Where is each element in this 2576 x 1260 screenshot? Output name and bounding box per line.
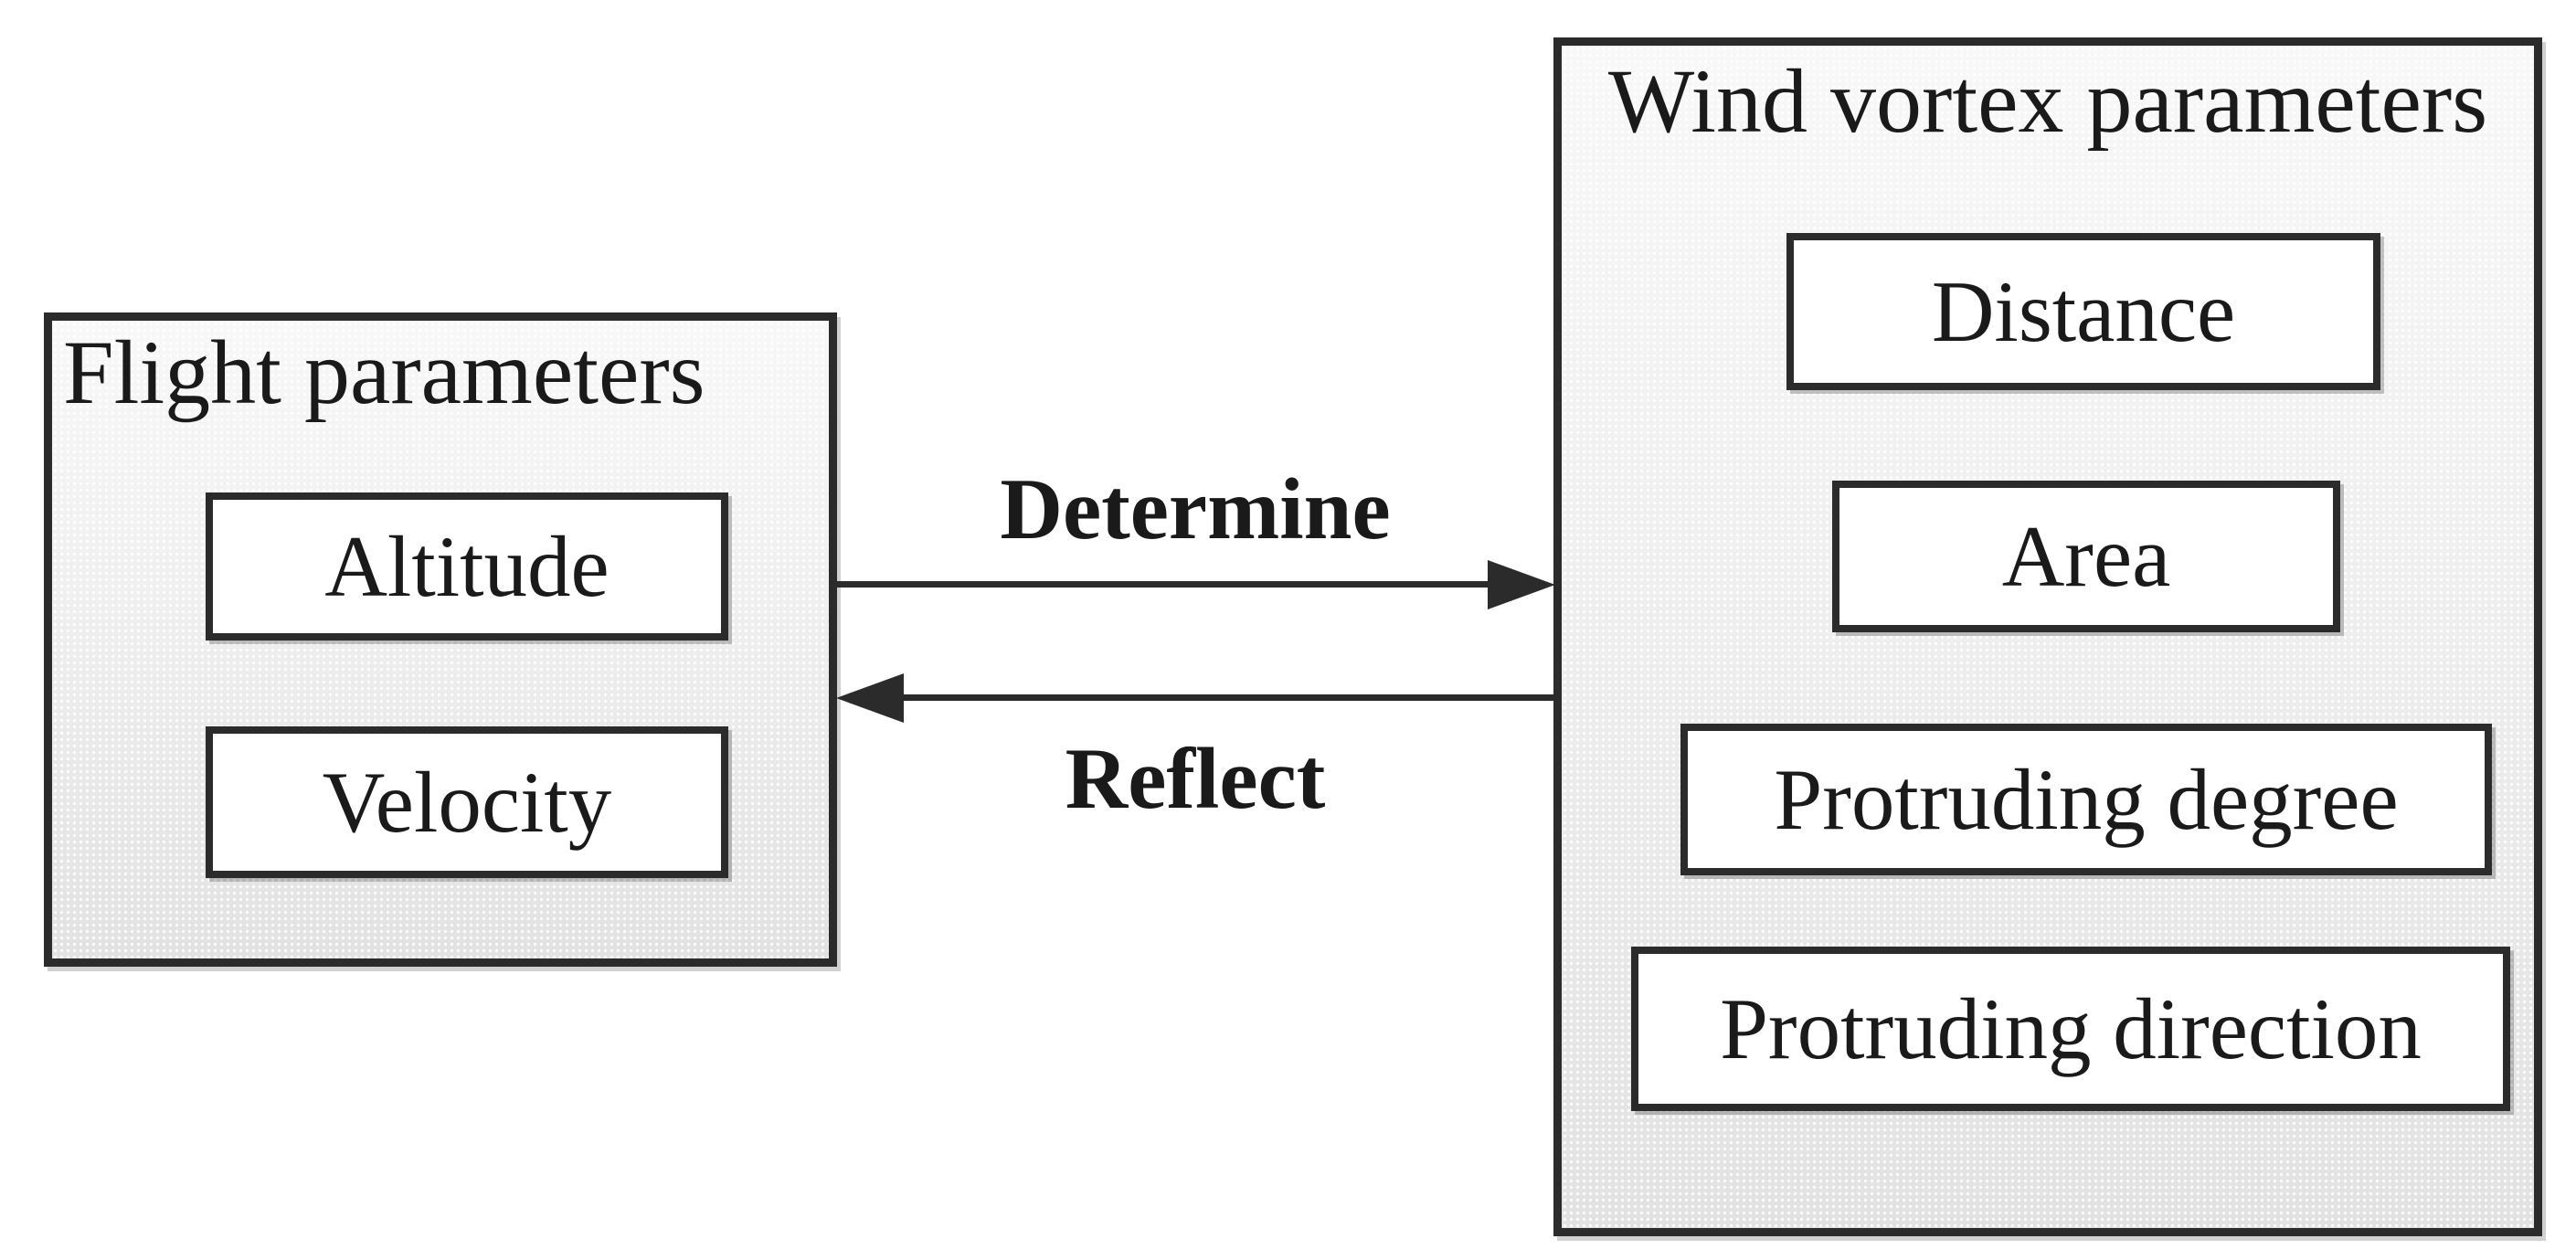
wind-vortex-parameters-title: Wind vortex parameters — [1607, 50, 2488, 152]
node-altitude: Altitude — [206, 492, 728, 641]
determine-arrow-line — [836, 581, 1489, 588]
determine-arrow-label: Determine — [1000, 461, 1391, 557]
node-distance: Distance — [1786, 233, 2380, 390]
determine-arrow-head-icon — [1488, 560, 1555, 609]
node-altitude-label: Altitude — [324, 517, 610, 615]
node-protruding-direction-label: Protruding direction — [1720, 979, 2422, 1077]
reflect-arrow-head-icon — [836, 673, 904, 723]
node-protruding-direction: Protruding direction — [1631, 947, 2510, 1111]
reflect-arrow-line — [903, 694, 1553, 701]
node-area: Area — [1832, 481, 2340, 632]
flight-parameters-title: Flight parameters — [63, 322, 705, 423]
node-protruding-degree-label: Protruding degree — [1774, 750, 2399, 848]
node-velocity: Velocity — [206, 726, 728, 878]
flight-parameters-panel: Flight parameters Altitude Velocity — [44, 312, 837, 967]
node-area-label: Area — [2001, 507, 2171, 605]
reflect-arrow-label: Reflect — [1065, 730, 1326, 827]
node-velocity-label: Velocity — [322, 753, 612, 851]
wind-vortex-parameters-panel: Wind vortex parameters Distance Area Pro… — [1553, 37, 2542, 1236]
node-protruding-degree: Protruding degree — [1680, 724, 2492, 875]
node-distance-label: Distance — [1931, 262, 2236, 360]
